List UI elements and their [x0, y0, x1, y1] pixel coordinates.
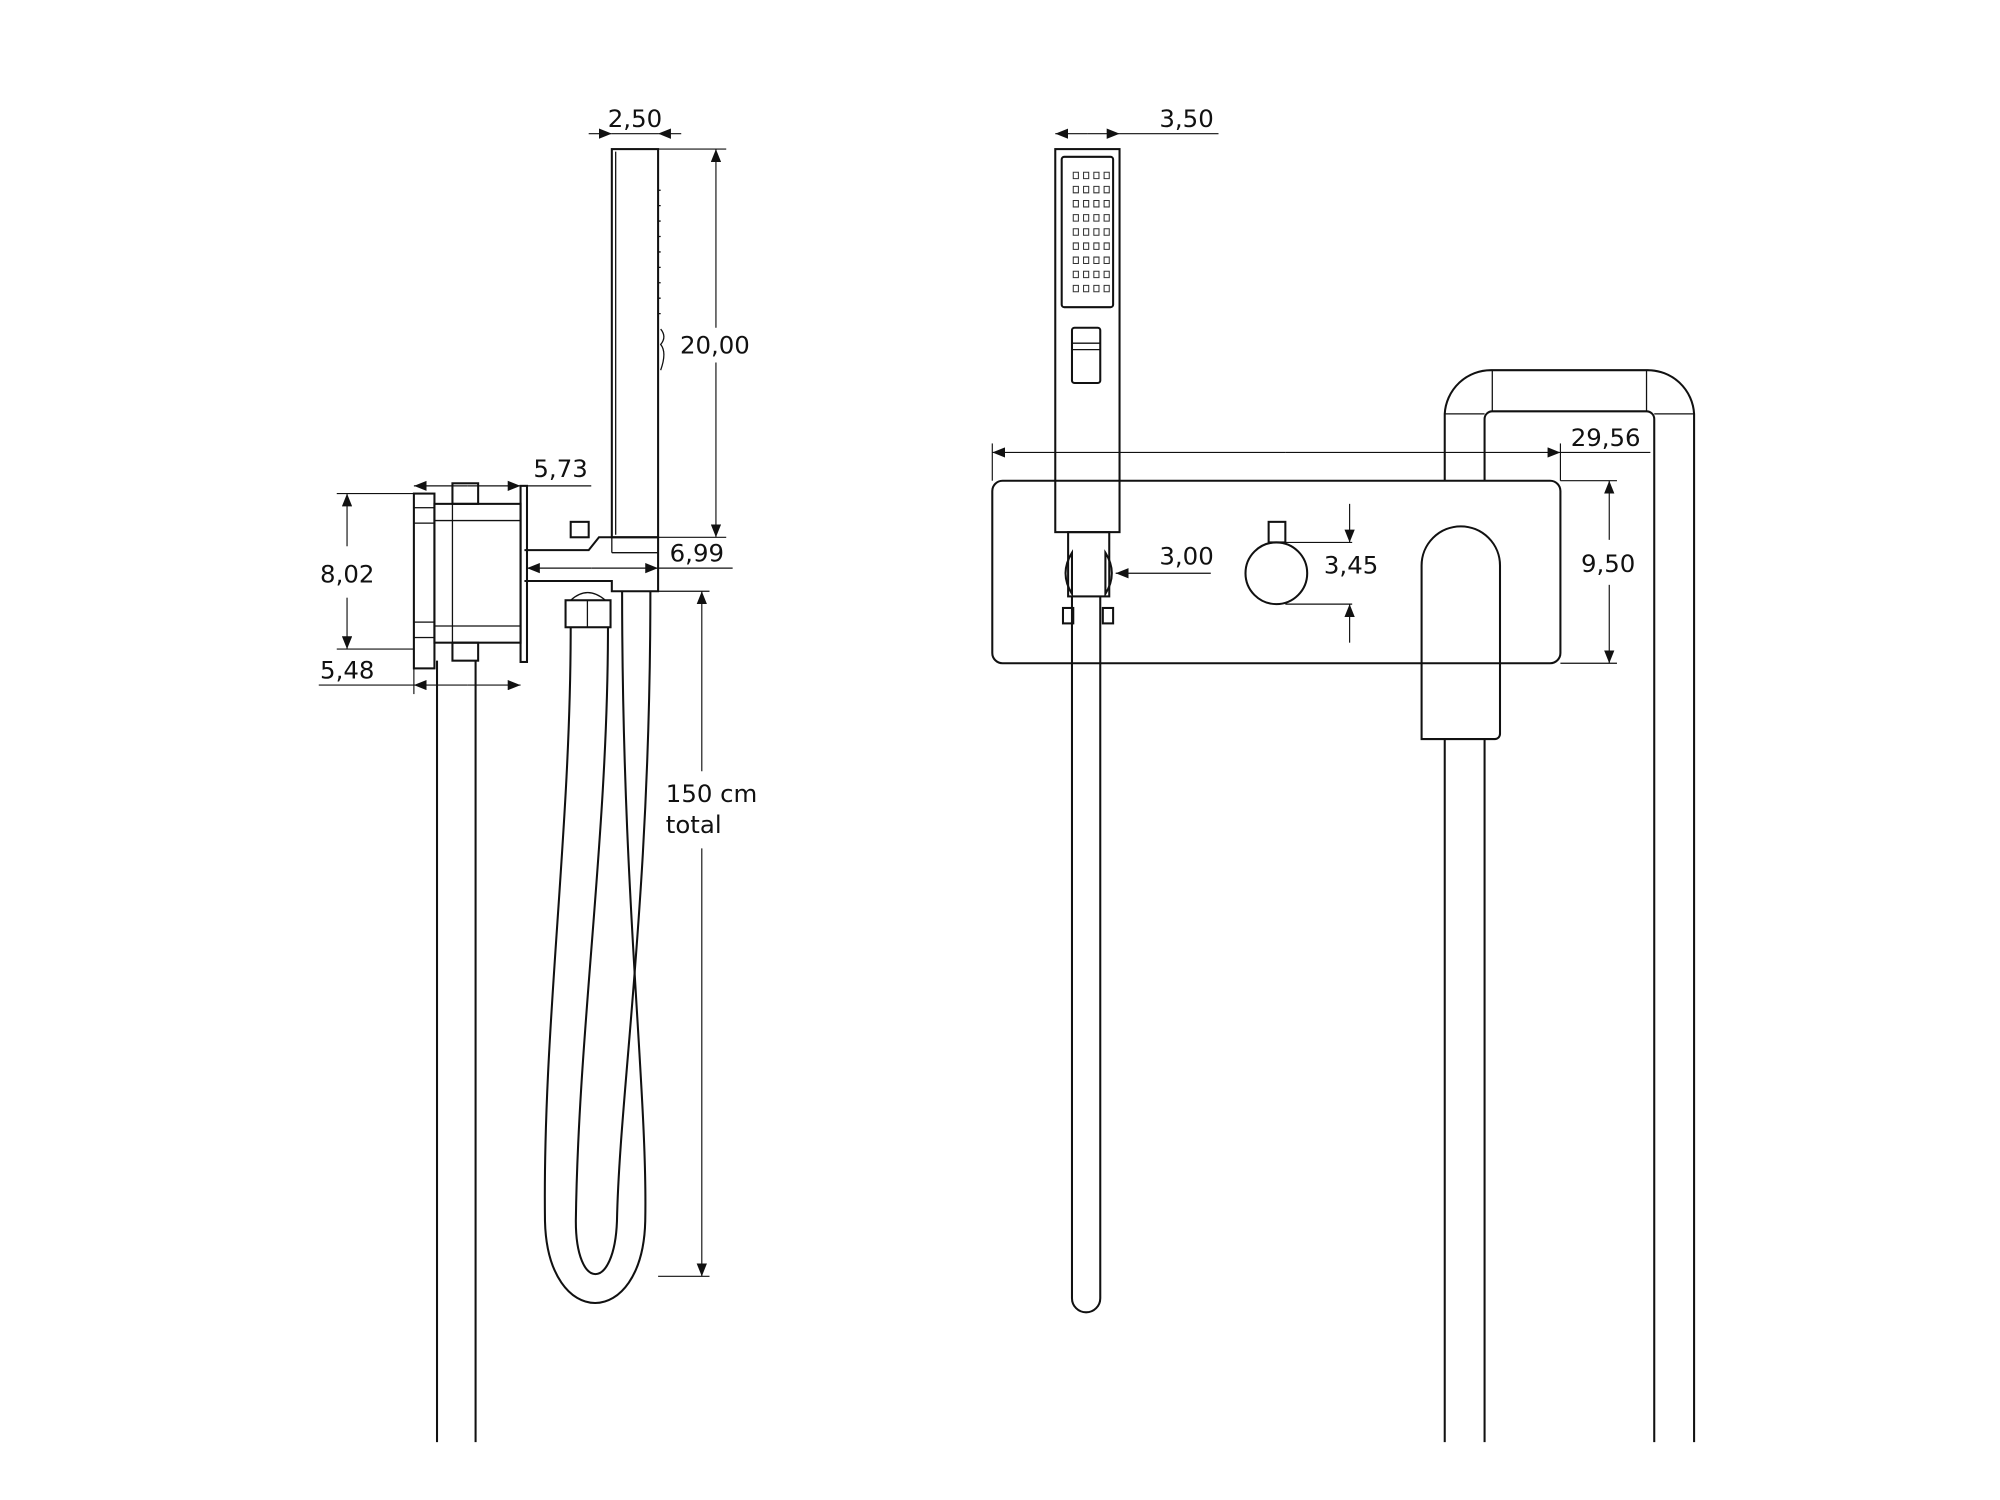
valve-body-side — [412, 482, 529, 670]
dim-outlet-projection: 6,99 — [526, 539, 733, 574]
spray-selector-button — [1070, 326, 1102, 385]
dim-label: 3,00 — [1159, 541, 1213, 570]
spray-nozzles — [1072, 171, 1110, 293]
dim-body-depth: 5,73 — [413, 454, 592, 492]
dim-plate-height: 9,50 — [1560, 480, 1635, 664]
riser-pipe — [1443, 369, 1696, 1443]
dim-label: 5,73 — [533, 454, 587, 483]
hose-side — [543, 591, 652, 1305]
wall-plate — [991, 479, 1562, 665]
dim-knob-diameter: 3,45 — [1285, 503, 1378, 643]
dim-label: 3,50 — [1159, 104, 1213, 133]
dim-plate-width: 29,56 — [991, 423, 1651, 481]
wall-outlet-side — [524, 520, 660, 629]
handshower-front — [1054, 148, 1121, 534]
dim-label: 8,02 — [320, 559, 374, 588]
shower-holder — [1061, 531, 1115, 1314]
dim-label: 9,50 — [1581, 549, 1635, 578]
handshower-side — [610, 148, 665, 539]
dim-hose-length: 150 cm total — [650, 590, 758, 1277]
dim-label: 150 cm — [666, 779, 758, 808]
dim-front-handshower-width: 3,50 — [1055, 104, 1219, 139]
lower-outlet — [1420, 525, 1502, 1443]
dim-label: 20,00 — [680, 330, 750, 359]
dim-handshower-width: 2,50 — [588, 104, 682, 139]
dim-body-height: 8,02 — [320, 492, 414, 650]
dim-label: total — [666, 810, 722, 839]
side-view: 2,50 20,00 5,73 8,02 5,48 — [318, 104, 758, 1443]
dim-flange-depth: 5,48 — [318, 649, 521, 695]
dim-holder-diameter: 3,00 — [1115, 541, 1214, 579]
dim-label: 5,48 — [320, 656, 374, 685]
dim-label: 29,56 — [1571, 423, 1641, 452]
dim-handshower-length: 20,00 — [658, 148, 750, 538]
dim-label: 2,50 — [608, 104, 662, 133]
thermostat-knob — [1244, 520, 1309, 606]
dim-label: 3,45 — [1324, 550, 1378, 579]
dim-label: 6,99 — [670, 539, 724, 568]
front-view: 3,50 3,00 3,45 29,56 9,50 — [991, 104, 1696, 1443]
